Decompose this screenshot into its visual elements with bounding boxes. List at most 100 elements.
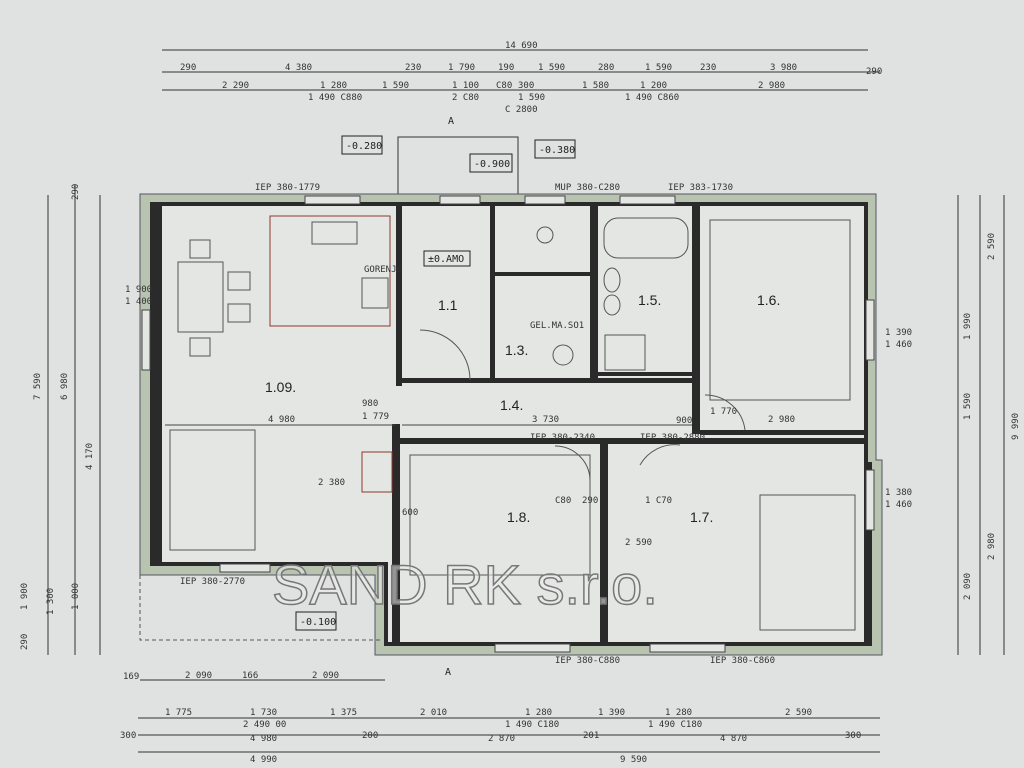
room-1-8: 1.8.	[507, 509, 530, 525]
dimension-label: 1 770	[710, 407, 737, 417]
level-entrance-left: -0.280	[346, 141, 382, 152]
dimension-label: 1 100	[452, 81, 479, 91]
dimension-label: 1 900	[125, 285, 152, 295]
level-entrance-step: -0.900	[474, 159, 510, 170]
dimension-label: 1 900	[20, 583, 30, 610]
interior-dimensions: 4 980 3 730 2 980 980 1 779 2 380 1 770 …	[165, 399, 795, 548]
fixture-label-boiler: GEL.MA.SO1	[530, 321, 584, 331]
dimension-label: 300	[518, 81, 534, 91]
dimension-label: 980	[362, 399, 378, 409]
bed-se	[759, 494, 856, 631]
fixture-label-cooker: GORENJE	[364, 265, 402, 275]
dimension-label: 1 280	[665, 708, 692, 718]
room-1-3: 1.3.	[505, 342, 528, 358]
dimension-label: 1 590	[645, 63, 672, 73]
dimension-label: 290	[180, 63, 196, 73]
door-swing	[419, 329, 471, 381]
dimension-label: 1 790	[448, 63, 475, 73]
dimension-label: 4 380	[285, 63, 312, 73]
room-1-5: 1.5.	[638, 292, 661, 308]
dimension-label: 280	[598, 63, 614, 73]
dimension-label: 2 870	[488, 734, 515, 744]
dimension-label: 4 980	[250, 734, 277, 744]
room-1-09: 1.09.	[265, 379, 296, 395]
left-dimension-text: 7 590 6 980 4 170 1 900 1 300 1 000 290 …	[20, 184, 152, 650]
dimension-label: C 2800	[505, 105, 538, 115]
dimension-label: 1 490 C860	[625, 93, 679, 103]
washbasin-icon	[603, 267, 621, 293]
dimension-label: 300	[120, 731, 136, 741]
dimension-label: 1 590	[538, 63, 565, 73]
stove-icon	[361, 277, 389, 309]
dimension-label: 1 200	[640, 81, 667, 91]
sofa	[169, 429, 256, 551]
dimension-label: 1 300	[46, 588, 56, 615]
dimension-label: 290	[866, 67, 882, 77]
dimension-label: 2 290	[222, 81, 249, 91]
dimension-label: 1 280	[525, 708, 552, 718]
dimension-label: 1 490 C180	[505, 720, 559, 730]
dimension-label: 2 980	[758, 81, 785, 91]
dimension-label: 2 380	[318, 478, 345, 488]
room-1-4: 1.4.	[500, 397, 523, 413]
dimension-label: 2 980	[768, 415, 795, 425]
level-markers: -0.280 -0.900 -0.380 -0.100 ±0.AMO	[295, 135, 576, 631]
dimension-label: C80	[496, 81, 512, 91]
dimension-label: 9 590	[620, 755, 647, 765]
dimension-label: 290	[71, 184, 81, 200]
toilet-icon	[552, 344, 574, 366]
watermark: SAND RK s.r.o.	[272, 553, 658, 616]
right-dimension-text: 9 990 2 590 1 990 1 590 2 980 2 090 1 39…	[885, 233, 1021, 600]
dimension-label: 9 990	[1011, 413, 1021, 440]
dimension-label: 190	[498, 63, 514, 73]
dimension-label: 1 490 C180	[648, 720, 702, 730]
level-entrance-right: -0.380	[539, 145, 575, 156]
dimension-label: 4 980	[268, 415, 295, 425]
dimension-label: 2 490 00	[243, 720, 286, 730]
furniture	[139, 215, 856, 641]
dimension-label: 1 375	[330, 708, 357, 718]
dimension-label: 2 590	[785, 708, 812, 718]
fireplace	[361, 451, 393, 493]
room-1-6: 1.6.	[757, 292, 780, 308]
top-dimension-lines	[162, 49, 880, 91]
dining-table	[177, 261, 224, 333]
dimension-label: 1 580	[582, 81, 609, 91]
dimension-label: 3 730	[532, 415, 559, 425]
dim-overall-top: 14 690	[505, 41, 538, 51]
bottom-dimension-text: 169 2 090 166 2 090 1 775 1 730 2 490 00…	[120, 671, 861, 765]
dimension-label: MUP 380-C280	[555, 183, 620, 193]
dimension-label: 1 390	[598, 708, 625, 718]
dimension-label: IEP 380-2340	[530, 433, 595, 443]
room-1-7: 1.7.	[690, 509, 713, 525]
section-mark-top: A	[448, 116, 454, 127]
dimension-label: 1 380	[885, 488, 912, 498]
dimension-label: 1 590	[382, 81, 409, 91]
dimension-label: C80	[555, 496, 571, 506]
shower-icon	[604, 334, 646, 371]
dimension-label: IEP 383-1730	[668, 183, 733, 193]
dimension-label: 1 280	[320, 81, 347, 91]
dimension-label: 169	[123, 672, 139, 682]
level-terrace: -0.100	[300, 617, 336, 628]
kitchen-counter	[269, 215, 391, 327]
dimension-label: 1 779	[362, 412, 389, 422]
section-mark-bottom: A	[445, 667, 451, 678]
dimension-label: 600	[402, 508, 418, 518]
dimension-label: 1 400	[125, 297, 152, 307]
dimension-label: IEP 380-2880	[640, 433, 705, 443]
dimension-label: 1 460	[885, 340, 912, 350]
dimension-label: 230	[700, 63, 716, 73]
dimension-label: 1 730	[250, 708, 277, 718]
dimension-label: 2 090	[312, 671, 339, 681]
dimension-label: 201	[583, 731, 599, 741]
dimension-label: 300	[845, 731, 861, 741]
dimension-label: 1 460	[885, 500, 912, 510]
dimension-label: 290	[20, 634, 30, 650]
interior-walls	[392, 206, 864, 642]
dimension-label: 900	[676, 416, 692, 426]
dimension-label: 7 590	[33, 373, 43, 400]
dimension-label: 2 010	[420, 708, 447, 718]
windows	[141, 195, 875, 653]
bed-s	[409, 454, 591, 576]
